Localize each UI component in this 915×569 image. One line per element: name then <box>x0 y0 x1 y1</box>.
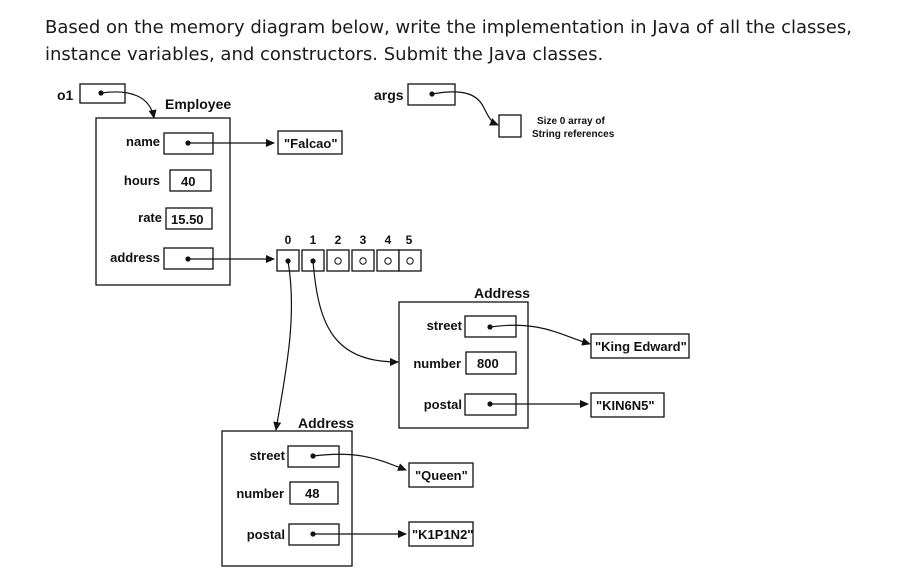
employee-address-label: address <box>110 250 160 265</box>
address1-street-label: street <box>427 318 463 333</box>
queen-string-box <box>408 462 474 488</box>
array-cell-4-null <box>384 257 392 265</box>
address2-number-cell <box>289 481 339 505</box>
array-cell-1-arrow <box>312 260 399 366</box>
falcao-string: "Falcao" <box>284 136 338 151</box>
kin6n5-string: "KIN6N5" <box>596 398 655 413</box>
address-array <box>276 249 422 272</box>
k1p1n2-string-box <box>408 521 474 547</box>
array-index-4: 4 <box>385 233 392 247</box>
o1-arrow <box>100 91 157 119</box>
address1-street-arrow <box>489 324 591 346</box>
address2-class-label: Address <box>298 415 354 431</box>
address1-number-cell <box>465 351 517 375</box>
args-label: args <box>374 87 404 103</box>
args-empty-array <box>498 114 522 138</box>
address2-postal-label: postal <box>247 527 285 542</box>
employee-name-label: name <box>126 134 160 149</box>
args-arrow <box>431 91 499 126</box>
address1-number-value: 800 <box>477 356 499 371</box>
address2-street-label: street <box>250 448 286 463</box>
address1-number-label: number <box>413 356 461 371</box>
address2-street-arrow <box>312 453 407 471</box>
queen-string: "Queen" <box>415 468 468 483</box>
array-cell-2-null <box>334 257 342 265</box>
o1-label: o1 <box>57 87 74 103</box>
address2-number-label: number <box>236 486 284 501</box>
array-index-3: 3 <box>360 233 367 247</box>
array-cell-0-arrow <box>273 260 293 431</box>
array-index-0: 0 <box>285 233 292 247</box>
args-note-line2: String references <box>532 129 615 140</box>
kin6n5-string-box <box>590 392 665 418</box>
array-index-2: 2 <box>335 233 342 247</box>
employee-rate-label: rate <box>138 210 162 225</box>
args-note-line1: Size 0 array of <box>537 116 605 127</box>
employee-rate-cell <box>165 207 213 230</box>
k1p1n2-string: "K1P1N2" <box>412 527 473 542</box>
falcao-string-box <box>277 130 343 155</box>
employee-hours-value: 40 <box>181 174 195 189</box>
employee-class-label: Employee <box>165 96 231 112</box>
employee-rate-value: 15.50 <box>171 212 204 227</box>
address2-number-value: 48 <box>305 486 319 501</box>
address1-class-label: Address <box>474 285 530 301</box>
array-cell-3-null <box>359 257 367 265</box>
array-cell-5-null <box>406 257 414 265</box>
employee-hours-cell <box>169 169 212 192</box>
question-text: Based on the memory diagram below, write… <box>45 17 852 65</box>
employee-hours-label: hours <box>124 173 160 188</box>
address1-postal-label: postal <box>424 397 462 412</box>
array-index-1: 1 <box>310 233 317 247</box>
array-index-5: 5 <box>406 233 413 247</box>
king-edward-string-box <box>590 333 690 359</box>
king-edward-string: "King Edward" <box>595 339 687 354</box>
